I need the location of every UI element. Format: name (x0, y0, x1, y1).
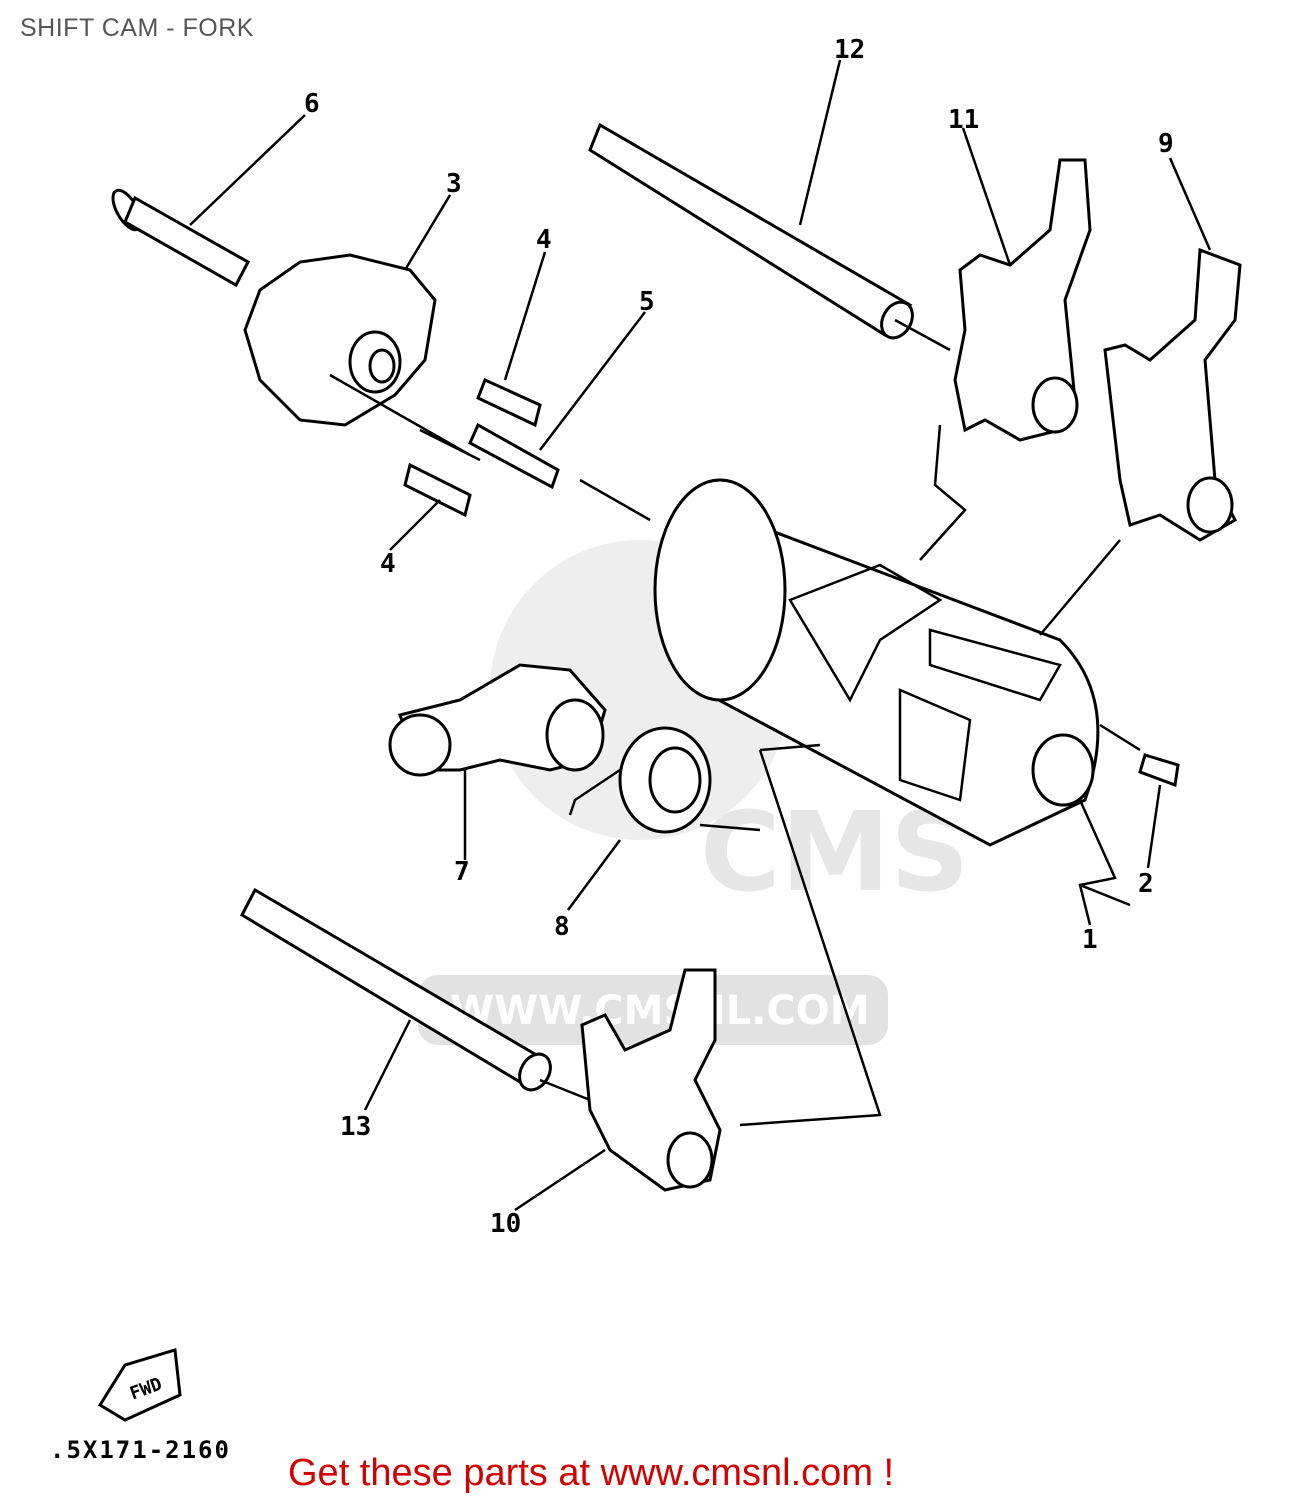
callout-8: 8 (554, 912, 570, 942)
cta-link[interactable]: Get these parts at www.cmsnl.com ! (288, 1452, 895, 1494)
fwd-arrow-icon: FWD (97, 1348, 182, 1422)
callout-9: 9 (1158, 129, 1174, 159)
callout-10: 10 (490, 1209, 521, 1239)
part-7-stopper-lever[interactable] (388, 663, 607, 777)
part-10-shift-fork[interactable] (580, 968, 722, 1192)
callout-6: 6 (304, 89, 320, 119)
callout-11: 11 (948, 105, 979, 135)
part-8-torsion-spring[interactable] (568, 726, 761, 834)
watermark-url: WWW.CMSNL.COM (450, 988, 870, 1034)
part-4-pin[interactable] (476, 377, 542, 428)
part-13-shift-fork-shaft[interactable] (240, 887, 557, 1095)
callout-4: 4 (380, 549, 396, 579)
diagram-code: .5X171-2160 (50, 1436, 231, 1464)
callout-7: 7 (454, 857, 470, 887)
part-1-shift-cam-drum[interactable] (653, 478, 1100, 847)
callout-3: 3 (446, 169, 462, 199)
callout-2: 2 (1138, 869, 1154, 899)
part-6-screw[interactable] (107, 186, 251, 288)
part-4-pin[interactable] (403, 462, 472, 518)
callout-12: 12 (834, 35, 865, 65)
part-5-pin[interactable] (468, 422, 560, 490)
callout-13: 13 (340, 1112, 371, 1142)
callout-4: 4 (536, 225, 552, 255)
callout-5: 5 (639, 287, 655, 317)
page-title: SHIFT CAM - FORK (20, 14, 254, 42)
part-2-pin[interactable] (1138, 753, 1180, 788)
part-9-shift-fork[interactable] (1103, 247, 1242, 542)
leader-lines (189, 59, 1212, 1212)
callout-1: 1 (1082, 925, 1098, 955)
part-3-segment[interactable] (243, 253, 437, 427)
part-11-shift-fork[interactable] (953, 158, 1092, 442)
